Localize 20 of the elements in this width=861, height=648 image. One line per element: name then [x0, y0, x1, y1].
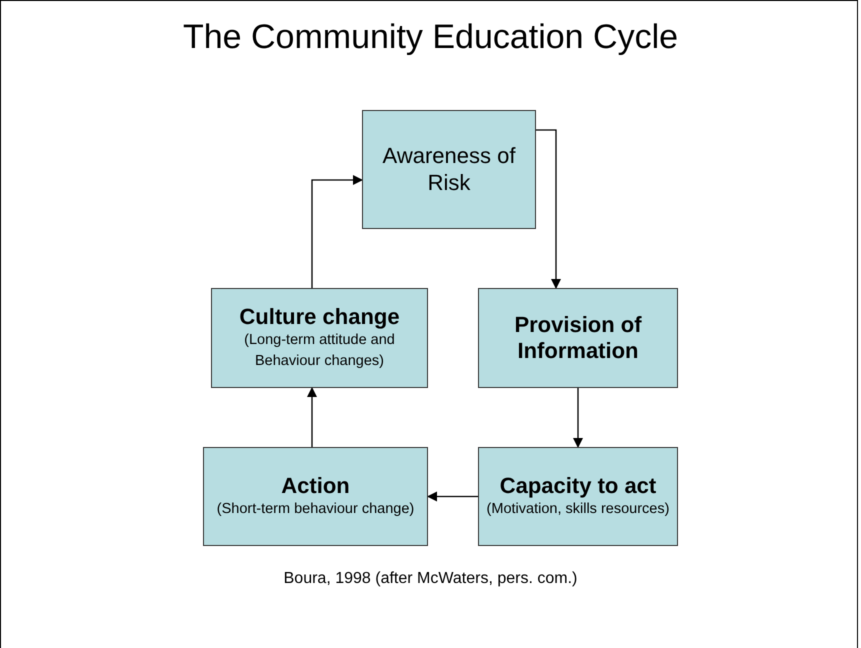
arrow — [536, 129, 561, 289]
process-box — [211, 288, 428, 388]
box-description: (Long-term attitude and Behaviour changes) — [243, 331, 396, 372]
box-heading: Capacity to act — [500, 472, 656, 500]
arrow — [307, 387, 317, 447]
process-box — [203, 447, 428, 546]
box-heading: Culture change — [239, 304, 400, 330]
box-description: (Motivation, skills resources) — [486, 500, 670, 520]
box-heading: Provision of Information — [513, 312, 643, 364]
arrow — [311, 175, 363, 288]
arrow — [573, 388, 583, 448]
caption: Boura, 1998 (after McWaters, pers. com.) — [282, 570, 578, 588]
process-box — [478, 447, 678, 546]
box-description: (Short-term behaviour change) — [216, 500, 414, 520]
box-heading: Awareness of Risk — [382, 143, 516, 196]
title: The Community Education Cycle — [182, 18, 680, 57]
box-heading: Action — [281, 472, 350, 500]
arrow — [427, 492, 478, 502]
process-box — [362, 110, 536, 229]
process-box — [478, 288, 678, 388]
